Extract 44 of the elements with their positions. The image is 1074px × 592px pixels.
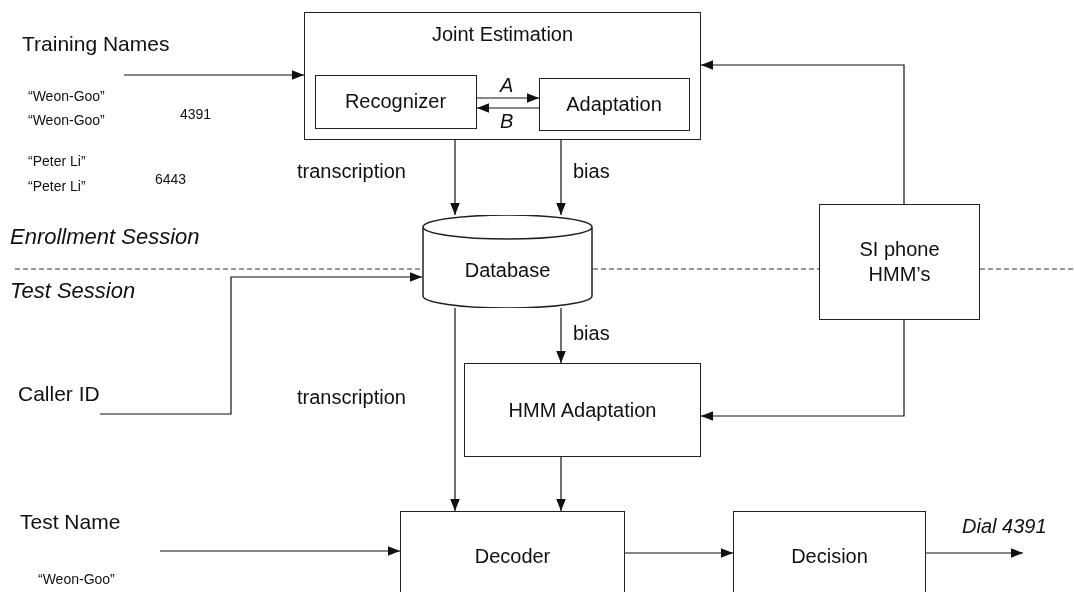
node-label: Recognizer [344,90,447,113]
node-label: HMM Adaptation [508,398,657,422]
text-label: “Weon-Goo” [38,571,115,587]
process-box [464,363,701,457]
arrow [700,319,905,421]
process-box [538,77,690,131]
process-box [314,74,477,129]
process-box [400,511,625,592]
edge-label: transcription [297,386,406,408]
text-label: 4391 [180,106,212,122]
text-label: “Weon-Goo” [28,112,105,128]
node-label: Decision [791,544,868,568]
text-label: “Weon-Goo” [28,88,105,104]
process-group-box [304,12,701,140]
node-label: Database [464,259,551,282]
node-label: Joint Estimation [431,23,574,46]
arrow [450,139,460,216]
text-label: “Peter Li” [28,178,86,194]
arrow [159,546,401,556]
input-label: Caller ID [18,382,100,406]
section-label: Test Session [10,278,136,304]
arrow [99,272,423,415]
node-label: Adaptation [566,92,662,116]
text-label: 6443 [155,171,187,187]
section-label: Enrollment Session [10,224,200,250]
arrow [476,93,540,103]
input-label: Training Names [22,32,170,56]
node-label: Decoder [474,544,551,568]
arrow [450,307,460,512]
text-label: “Peter Li” [28,153,86,169]
process-box [733,511,926,592]
node-label: SI phone HMM’s [858,237,941,287]
arrow [556,456,566,512]
arrow [700,60,905,205]
arrow [556,307,566,364]
input-label: Test Name [20,510,121,534]
process-box [819,204,980,320]
database-cylinder [422,215,593,308]
edge-label: transcription [297,160,406,182]
arrow [925,548,1024,558]
arrow [123,70,305,80]
arrow [476,103,540,113]
arrow [556,139,566,216]
arrow [624,548,734,558]
